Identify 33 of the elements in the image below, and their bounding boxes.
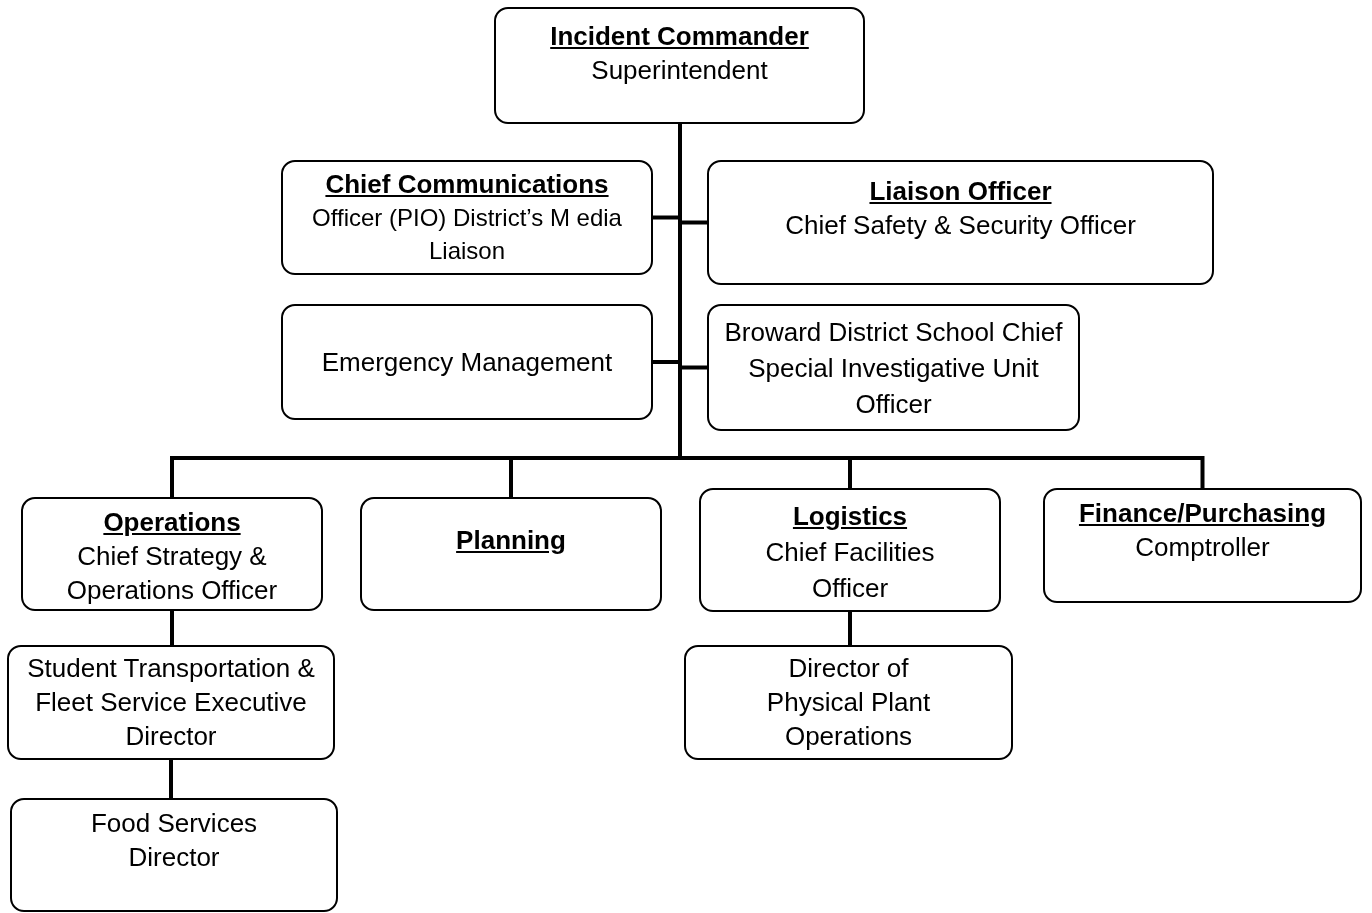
role-box: [699, 488, 1001, 612]
role-heading: Chief Communications: [325, 168, 609, 201]
role-text: Comptroller: [1135, 531, 1270, 564]
role-box: [10, 798, 338, 912]
role-text: Officer (PIO) District’s M edia Liaison: [311, 203, 623, 266]
role-text: Chief Safety & Security Officer: [785, 209, 1136, 242]
connector-line: [169, 760, 173, 798]
role-box: [707, 160, 1214, 285]
role-box: [1043, 488, 1362, 603]
role-box: [360, 497, 662, 611]
role-text: Emergency Management: [321, 346, 613, 379]
role-heading: Finance/Purchasing: [1078, 497, 1327, 530]
role-heading: Liaison Officer: [869, 175, 1052, 208]
role-text: Student Transportation & Fleet Service Executive Director: [26, 652, 316, 753]
role-text: Chief Facilities Officer: [764, 536, 936, 605]
role-text: Superintendent: [591, 54, 768, 87]
connector-line: [848, 612, 852, 645]
role-box: [707, 304, 1080, 431]
role-heading: Incident Commander: [550, 20, 809, 53]
role-box: [684, 645, 1013, 760]
role-box: [281, 304, 653, 420]
role-box: [281, 160, 653, 275]
role-box: [21, 497, 323, 611]
role-text: Planning: [456, 524, 566, 557]
role-text: Director of Physical Plant Operations: [765, 652, 932, 753]
role-text: Chief Strategy & Operations Officer: [65, 540, 279, 607]
connector-line: [170, 611, 174, 645]
role-heading: Operations: [103, 506, 241, 539]
role-box: [7, 645, 335, 760]
role-heading: Logistics: [792, 500, 908, 533]
role-text: Broward District School Chief Special Investigative Unit Officer: [723, 316, 1064, 421]
role-box: [494, 7, 865, 124]
role-text: Food Services Director: [89, 807, 259, 874]
